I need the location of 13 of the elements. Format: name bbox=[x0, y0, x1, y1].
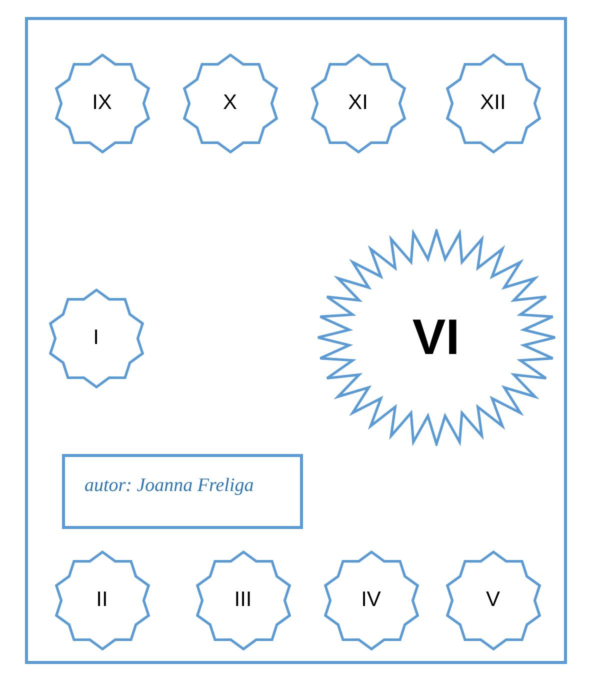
roman-numeral: II bbox=[96, 588, 108, 612]
roman-numeral: IV bbox=[361, 588, 381, 612]
roman-numeral: III bbox=[234, 588, 252, 612]
roman-numeral: V bbox=[486, 588, 500, 612]
author-credit: autor: Joanna Freliga bbox=[84, 474, 254, 498]
roman-numeral: XI bbox=[348, 91, 368, 115]
roman-numeral: X bbox=[222, 91, 237, 115]
roman-numeral: I bbox=[93, 326, 99, 350]
roman-numeral: XII bbox=[480, 91, 506, 115]
credit-box bbox=[62, 454, 302, 528]
roman-numeral: VI bbox=[412, 310, 460, 364]
roman-numeral: IX bbox=[92, 91, 112, 115]
starburst-shape bbox=[316, 228, 556, 446]
